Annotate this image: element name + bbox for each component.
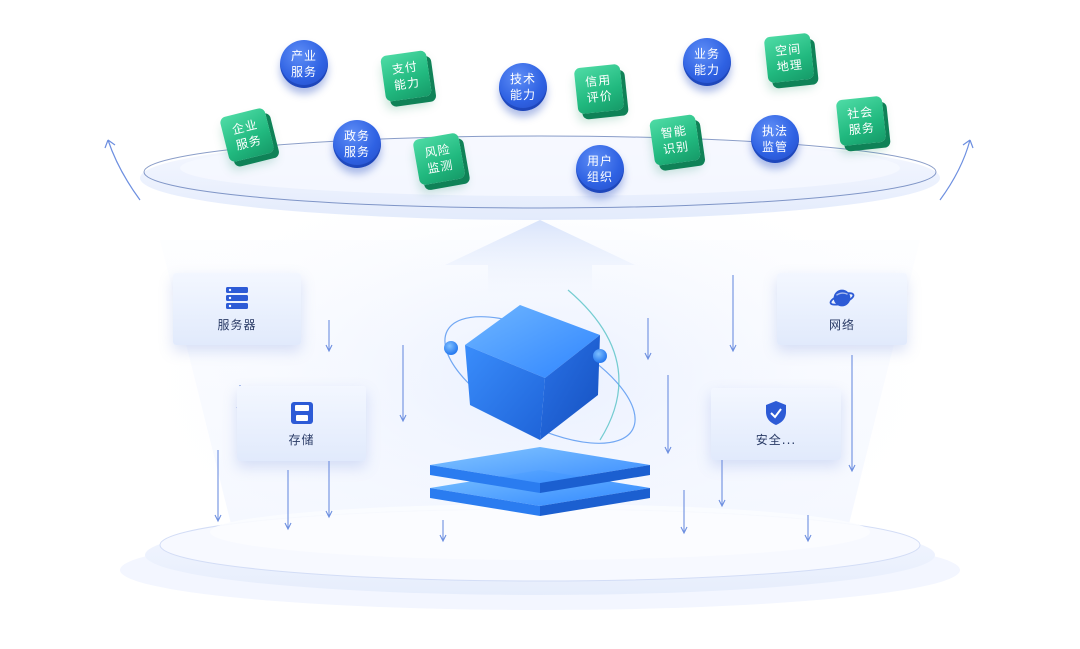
tag-user-org-line1: 用户 bbox=[586, 154, 613, 168]
tag-social: 社会 服务 bbox=[835, 95, 887, 147]
tag-gov-line2: 服务 bbox=[343, 145, 370, 159]
tag-industry: 产业 服务 bbox=[280, 40, 328, 88]
tag-payment: 支付 能力 bbox=[380, 50, 432, 102]
tag-credit: 信用 评价 bbox=[573, 63, 625, 115]
core-cube bbox=[465, 305, 600, 440]
tag-payment-line2: 能力 bbox=[393, 75, 421, 93]
tag-business: 业务 能力 bbox=[683, 38, 731, 86]
tag-geo: 空间 地理 bbox=[763, 32, 815, 84]
tag-social-line2: 服务 bbox=[848, 120, 876, 138]
tag-law: 执法 监管 bbox=[751, 115, 799, 163]
tag-industry-line2: 服务 bbox=[290, 65, 317, 79]
tag-smart-id: 智能 识别 bbox=[649, 114, 701, 166]
tag-tech: 技术 能力 bbox=[499, 63, 547, 111]
panel-security-label: 安全... bbox=[755, 433, 797, 447]
tag-credit-line2: 评价 bbox=[586, 88, 614, 106]
planet-icon bbox=[829, 285, 855, 311]
panel-security: 安全... bbox=[711, 388, 841, 460]
tag-law-line1: 执法 bbox=[761, 124, 788, 138]
server-icon bbox=[224, 285, 250, 311]
tag-industry-line1: 产业 bbox=[290, 49, 317, 63]
upward-arrow bbox=[445, 220, 635, 300]
orbit-ball-right bbox=[593, 349, 607, 363]
tag-law-line2: 监管 bbox=[761, 140, 788, 154]
arrow-right-up-icon bbox=[962, 139, 974, 149]
tag-risk: 风险 监测 bbox=[412, 132, 466, 186]
panel-network-label: 网络 bbox=[828, 318, 855, 332]
panel-storage-label: 存储 bbox=[288, 432, 315, 447]
tag-geo-line2: 地理 bbox=[776, 57, 804, 75]
tag-tech-line1: 技术 bbox=[509, 72, 536, 86]
floppy-disk-icon bbox=[289, 400, 315, 426]
tag-user-org-line2: 组织 bbox=[586, 170, 613, 184]
tag-risk-line2: 监测 bbox=[426, 157, 455, 177]
tag-business-line2: 能力 bbox=[693, 63, 720, 77]
tag-gov: 政务 服务 bbox=[333, 120, 381, 168]
panel-storage: 存储 bbox=[237, 386, 366, 461]
panel-server-label: 服务器 bbox=[217, 318, 257, 332]
shield-check-icon bbox=[763, 400, 789, 426]
platform-slabs bbox=[430, 447, 650, 516]
tag-user-org: 用户 组织 bbox=[576, 145, 624, 193]
tag-tech-line2: 能力 bbox=[509, 88, 536, 102]
tag-smart-id-line2: 识别 bbox=[662, 139, 690, 157]
panel-network: 网络 bbox=[777, 273, 907, 345]
tag-gov-line1: 政务 bbox=[343, 129, 370, 143]
down-arrows bbox=[214, 275, 856, 543]
panel-server: 服务器 bbox=[173, 273, 301, 345]
orbit-ball-left bbox=[444, 341, 458, 355]
arrow-left-up-icon bbox=[104, 139, 116, 149]
tag-business-line1: 业务 bbox=[693, 47, 720, 61]
